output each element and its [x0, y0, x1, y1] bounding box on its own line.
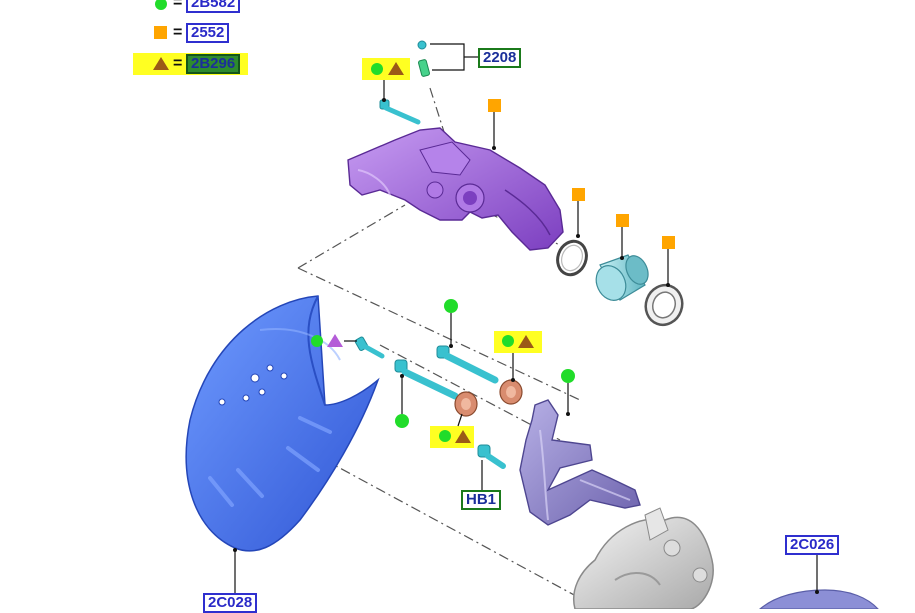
orange-square-icon [616, 214, 629, 227]
callout-2c028[interactable]: 2C028 [203, 593, 258, 613]
legend-eq-3: = [173, 55, 183, 72]
callout-hb1[interactable]: HB1 [461, 490, 502, 510]
green-dot-icon [561, 369, 575, 383]
callout-2c026[interactable]: 2C026 [785, 535, 840, 555]
green-dot-icon [311, 335, 323, 347]
brown-triangle-icon [388, 62, 404, 75]
orange-square-icon [662, 236, 675, 249]
green-dot-icon [371, 63, 383, 75]
callout-2208[interactable]: 2208 [478, 48, 522, 68]
green-dot-icon [439, 430, 451, 442]
brake-disc[interactable] [759, 589, 879, 609]
bracket-bolt-1[interactable] [354, 336, 385, 359]
green-dot-icon [444, 299, 458, 313]
orange-square-icon [572, 188, 585, 201]
caliper-bracket[interactable] [519, 399, 641, 526]
orange-square-icon [154, 26, 167, 39]
legend-ref-2b582[interactable]: 2B582 [186, 0, 241, 13]
marker-highlight [362, 58, 410, 80]
guide-pin-1[interactable] [394, 359, 459, 400]
bleed-screw[interactable] [417, 40, 430, 77]
guide-pin-2[interactable] [436, 345, 499, 384]
legend-ref-2b296[interactable]: 2B296 [186, 54, 241, 74]
guide-pin-bushing-2[interactable] [499, 379, 523, 405]
green-dot-icon [395, 414, 409, 428]
green-dot-icon [155, 0, 167, 10]
caliper-top-bolt[interactable] [379, 99, 421, 125]
legend-eq-1: = [173, 0, 183, 11]
purple-triangle-icon [327, 334, 343, 347]
green-dot-icon [502, 335, 514, 347]
marker-highlight [494, 331, 542, 353]
brown-triangle-icon [518, 335, 534, 348]
legend-ref-2552[interactable]: 2552 [186, 23, 230, 43]
brown-triangle-icon [455, 430, 471, 443]
guide-pin-bushing-1[interactable] [454, 391, 478, 417]
orange-square-icon [488, 99, 501, 112]
guide-pin-bolt-hb1[interactable] [477, 444, 506, 469]
markers [233, 43, 819, 594]
brown-triangle-icon [153, 57, 169, 70]
brake-caliper[interactable] [347, 127, 564, 251]
piston-boot[interactable] [640, 280, 688, 330]
piston-seal[interactable] [553, 237, 591, 279]
marker-highlight [430, 426, 474, 448]
dust-shield[interactable] [185, 295, 380, 552]
steering-knuckle[interactable] [573, 507, 714, 609]
brake-piston[interactable] [591, 252, 653, 305]
legend-eq-2: = [173, 24, 183, 41]
